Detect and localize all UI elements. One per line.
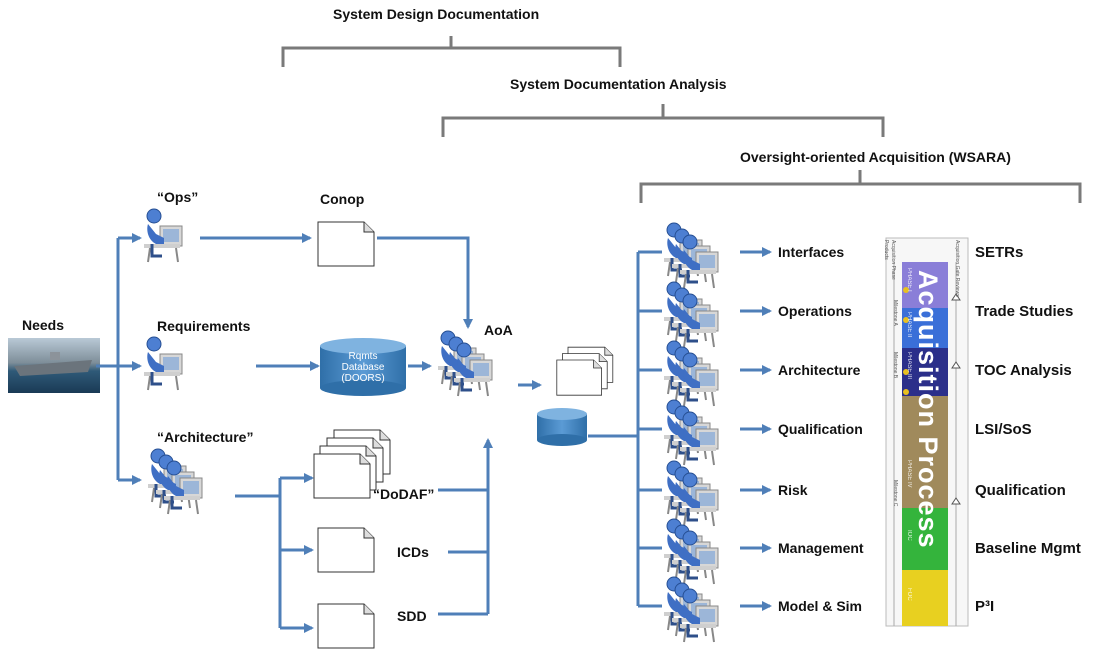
architecture-label: “Architecture” xyxy=(157,429,254,445)
operations-group-icon xyxy=(664,282,718,347)
result-label-qualification: Qualification xyxy=(975,482,1066,499)
management-group-icon xyxy=(664,519,718,584)
needs-label: Needs xyxy=(22,317,65,333)
phase-label-1: PHASE I xyxy=(906,268,912,292)
database-line-2: Database xyxy=(341,362,385,373)
database-line-1: Rqmts xyxy=(348,351,378,362)
sdd-label: SDD xyxy=(397,608,427,624)
interfaces-group-icon xyxy=(664,223,718,288)
phase-label-foc: FOC xyxy=(906,588,912,601)
aoa-group-icon xyxy=(438,331,492,396)
database-line-3: (DOORS) xyxy=(341,373,385,384)
activity-label-management: Management xyxy=(778,540,864,556)
result-label-baseline-mgmt: Baseline Mgmt xyxy=(975,540,1081,557)
aoa-label: AoA xyxy=(484,322,513,338)
conop-document-icon xyxy=(317,221,375,267)
ops-person-icon xyxy=(142,207,184,264)
bracket-design xyxy=(281,36,622,67)
database-text: Rqmts Database (DOORS) xyxy=(320,351,406,384)
ops-label: “Ops” xyxy=(157,189,199,205)
milestone-label-c: Milestone C xyxy=(892,480,898,507)
dodaf-label: “DoDAF” xyxy=(373,486,435,502)
risk-group-icon xyxy=(664,461,718,526)
icds-label: ICDs xyxy=(397,544,429,560)
activity-label-risk: Risk xyxy=(778,482,808,498)
result-label-setrs: SETRs xyxy=(975,244,1024,261)
requirements-person-icon xyxy=(142,335,184,392)
activity-label-operations: Operations xyxy=(778,303,852,319)
result-label-lsi-sos: LSI/SoS xyxy=(975,421,1032,438)
activity-label-architecture: Architecture xyxy=(778,362,861,378)
result-label-toc-analysis: TOC Analysis xyxy=(975,362,1072,379)
requirements-label: Requirements xyxy=(157,318,251,334)
architecture-activity-group-icon xyxy=(664,341,718,406)
result-label-trade-studies: Trade Studies xyxy=(975,303,1074,320)
column-label-gate-reviews: Acquisition Gate Reviews xyxy=(954,240,960,297)
architecture-group-icon xyxy=(148,449,202,514)
qualification-group-icon xyxy=(664,400,718,465)
header-system-design: System Design Documentation xyxy=(333,6,540,22)
phase-label-3: PHASE III xyxy=(906,352,912,380)
bracket-oversight xyxy=(639,170,1082,203)
acquisition-process-title: Acquisition Process xyxy=(913,270,943,549)
milestone-label-b: Milestone B xyxy=(892,352,898,379)
phase-label-2: PHASE II xyxy=(906,312,912,338)
phase-label-ioc: IOC xyxy=(906,530,912,541)
bracket-analysis xyxy=(441,104,885,137)
milestone-label-a: Milestone A xyxy=(892,300,898,326)
conop-label: Conop xyxy=(320,191,365,207)
ship-image xyxy=(8,338,100,393)
sdd-document-icon xyxy=(317,603,375,649)
column-label-phase: Acquisition Phase xyxy=(890,240,896,280)
column-label-products: Products xyxy=(883,240,889,260)
aoa-output-icon xyxy=(537,346,614,446)
header-documentation-analysis: System Documentation Analysis xyxy=(510,76,727,92)
phase-label-4: PHASE IV xyxy=(906,460,912,488)
icds-document-icon xyxy=(317,527,375,573)
requirements-database-icon xyxy=(320,338,406,396)
activity-label-model-sim: Model & Sim xyxy=(778,598,863,614)
activity-label-interfaces: Interfaces xyxy=(778,244,845,260)
acquisition-process-bar xyxy=(885,237,969,627)
model-sim-group-icon xyxy=(664,577,718,642)
activity-label-qualification: Qualification xyxy=(778,421,863,437)
result-label-p3i: P³I xyxy=(975,598,995,615)
header-oversight-acquisition: Oversight-oriented Acquisition (WSARA) xyxy=(740,149,1011,165)
